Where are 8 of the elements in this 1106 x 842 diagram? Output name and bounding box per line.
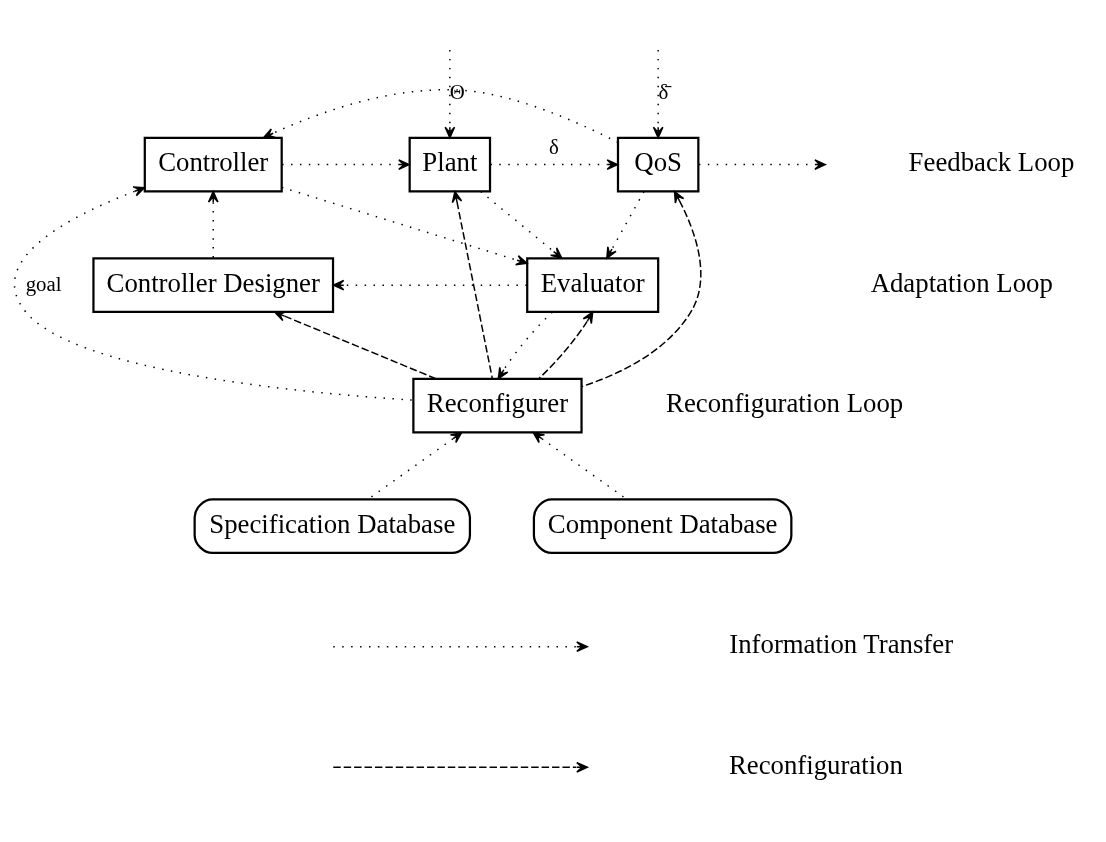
edge-label: δ [549,134,559,159]
label: Reconfiguration Loop [666,387,904,418]
edge-label: goal [25,271,62,296]
legend-label: Information Transfer [729,628,954,659]
edge-label: Θ [449,79,465,104]
label: Feedback Loop [908,146,1075,177]
legend-label: Reconfiguration [728,749,903,780]
label: Adaptation Loop [870,267,1053,298]
